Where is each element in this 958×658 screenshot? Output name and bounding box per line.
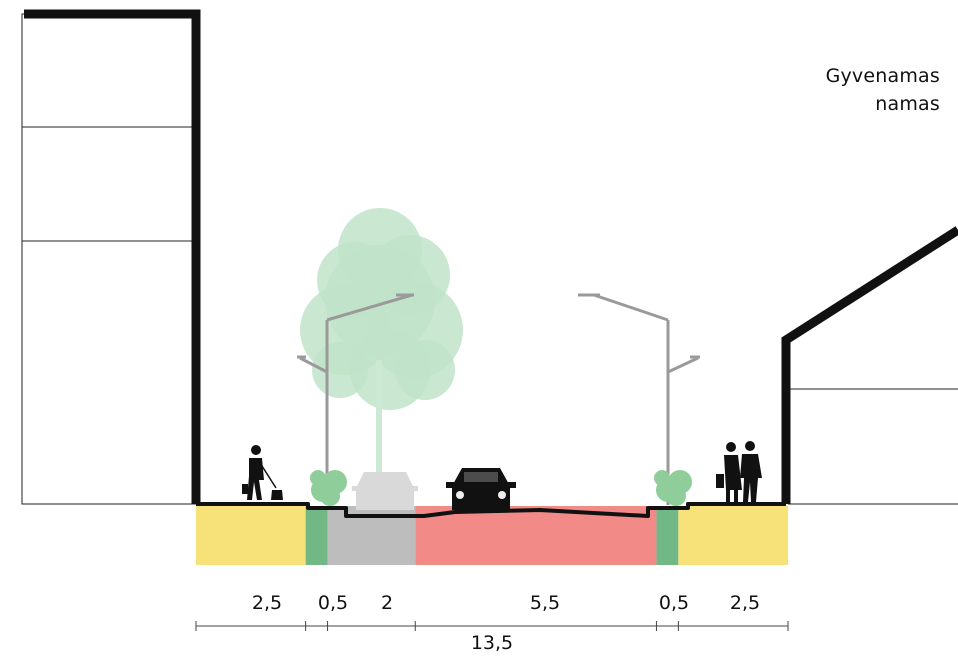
greenery-zone <box>305 506 328 565</box>
tree <box>300 208 463 510</box>
house-label-line1: Gyvenamas <box>825 65 940 87</box>
pedestrian-with-dog-icon <box>242 445 283 500</box>
segment-width-label: 0,5 <box>658 592 690 614</box>
pedestrians-icon <box>716 441 762 502</box>
segment-width-label: 5,5 <box>529 592 561 614</box>
house-label: Gyvenamas namas <box>826 62 940 118</box>
total-width-label: 13,5 <box>470 632 514 654</box>
greenery-zone <box>656 506 679 565</box>
segment-width-label: 2,5 <box>729 592 761 614</box>
left-building <box>21 9 201 505</box>
dimension-line <box>195 621 789 631</box>
segment-width-label: 0,5 <box>317 592 349 614</box>
segment-width-label: 2 <box>380 592 394 614</box>
sidewalk-zone <box>678 506 788 565</box>
car-icon <box>446 468 516 510</box>
surface-profile <box>196 502 786 518</box>
sidewalk-zone <box>196 506 306 565</box>
tree-canopy <box>325 245 435 355</box>
shrub-right <box>654 470 692 506</box>
right-house <box>781 226 958 505</box>
ground-zones <box>196 506 788 565</box>
segment-width-label: 2,5 <box>251 592 283 614</box>
shrub-left <box>310 470 347 506</box>
house-label-line2: namas <box>875 93 940 115</box>
parked-car-icon <box>352 472 418 510</box>
